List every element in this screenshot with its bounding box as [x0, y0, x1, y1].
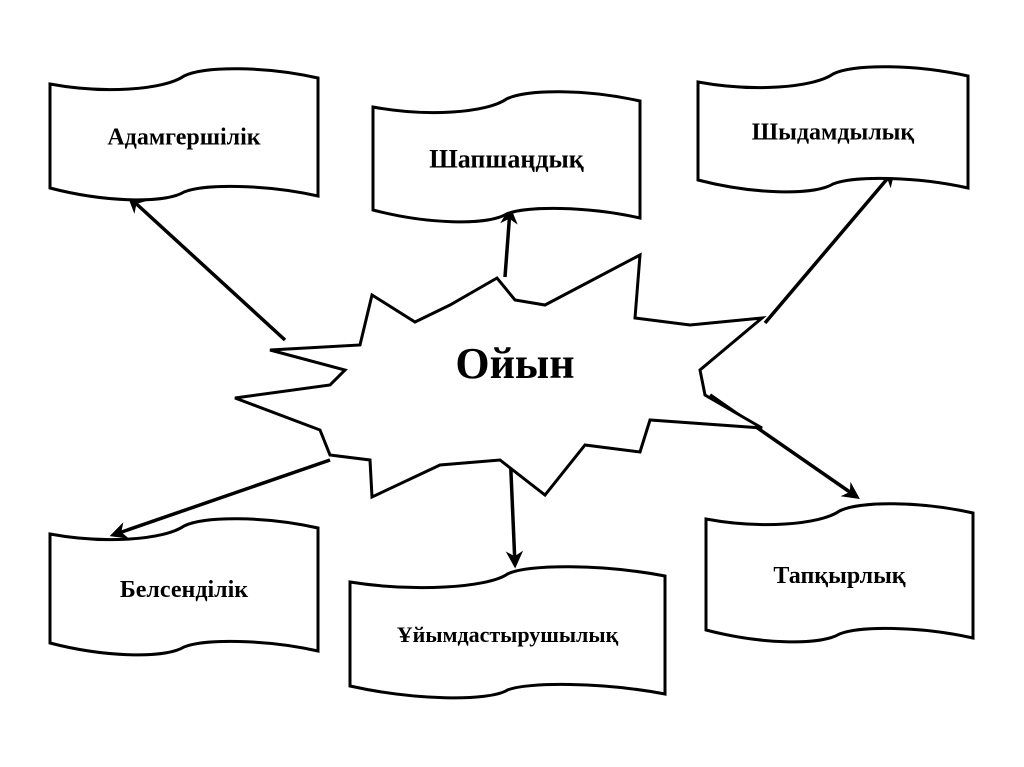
banner-shape	[704, 502, 975, 644]
connector-arrow	[763, 169, 896, 325]
banner-shape	[371, 90, 642, 224]
node-label: Белсенділік	[120, 577, 248, 603]
banner-shape	[48, 517, 320, 657]
banner-shape	[348, 565, 667, 700]
node-label: Шапшаңдық	[429, 144, 584, 173]
node-label: Тапқырлық	[773, 563, 905, 589]
center-burst-shape	[234, 252, 767, 500]
connector-arrow	[109, 458, 331, 539]
banner-shape	[696, 65, 970, 194]
banner-shape	[48, 67, 320, 202]
node-label: Шыдамдылық	[752, 120, 915, 146]
center-label: Ойын	[455, 339, 574, 388]
node-label: Ұйымдастырушылық	[397, 622, 619, 647]
connector-arrow	[500, 206, 518, 278]
node-label: Адамгершілік	[107, 125, 260, 151]
connector-arrow	[127, 195, 287, 342]
